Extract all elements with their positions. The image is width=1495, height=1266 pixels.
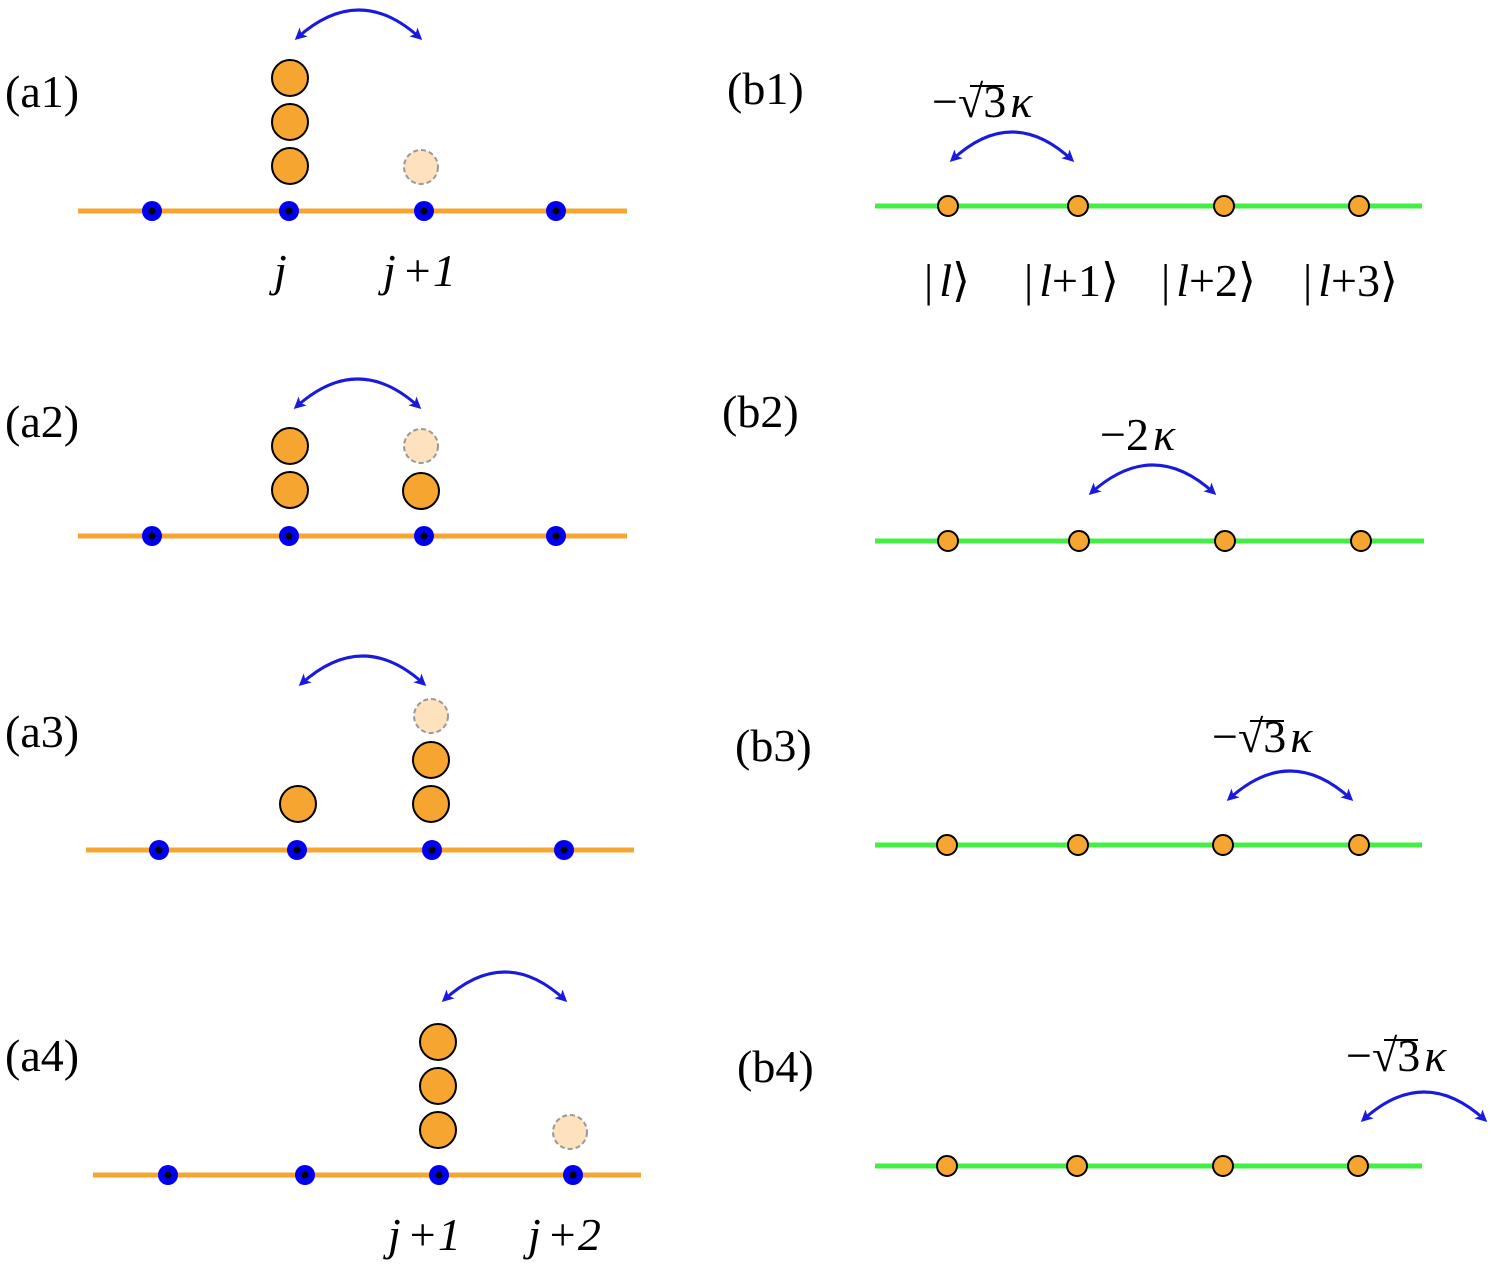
lattice-site [563,1165,583,1185]
boson-particle [412,785,450,823]
panel-b2: (b2) −2κ [722,386,1424,552]
boson-particle [271,147,309,185]
fock-state-node [1347,1155,1369,1177]
panel-a4: (a4) j+1 j+2 [5,970,641,1260]
boson-particle [271,103,309,141]
panel-label-a3: (a3) [5,706,79,757]
coupling-label: −√3κ [1346,1030,1447,1081]
hopping-arrow [293,377,422,410]
site-label-j: j [269,245,287,296]
fock-state-node [937,530,959,552]
coupling-arrow [1088,463,1217,496]
coupling-label: −2κ [1100,409,1176,460]
hopping-arrow [294,8,423,41]
panel-label-b4: (b4) [737,1041,814,1092]
state-label: |l+2⟩ [1161,255,1256,306]
boson-particle [271,427,309,465]
lattice-site [414,526,434,546]
lattice-site [546,201,566,221]
coupling-label: −√3κ [1212,711,1313,762]
panel-label-a2: (a2) [5,396,79,447]
lattice-site [422,840,442,860]
boson-particle [419,1067,457,1105]
site-label-j-plus-2: j+2 [523,1209,601,1260]
lattice-site [429,1165,449,1185]
panel-a1: (a1) j j+1 [5,8,627,296]
lattice-site [414,201,434,221]
fock-state-node [1348,195,1370,217]
boson-particle [271,59,309,97]
state-label: |l+1⟩ [1024,255,1119,306]
coupling-label: −√3κ [932,76,1033,127]
lattice-site [279,526,299,546]
fock-state-node [1066,1155,1088,1177]
lattice-site [287,840,307,860]
fock-state-node [1068,530,1090,552]
boson-particle [271,471,309,509]
fock-state-node [1212,1155,1234,1177]
panel-b1: (b1) −√3κ |l⟩ |l+1⟩ |l+2⟩ |l+3⟩ [727,63,1422,306]
boson-particle [402,472,440,510]
hopping-arrow [441,970,568,1003]
panel-label-b2: (b2) [722,386,799,437]
fock-state-node [1067,195,1089,217]
panel-label-b1: (b1) [727,63,804,114]
lattice-site [142,201,162,221]
fock-state-node [1214,530,1236,552]
lattice-site [295,1165,315,1185]
ghost-particle [552,1114,588,1150]
ghost-particle [413,698,449,734]
boson-particle [412,741,450,779]
ghost-particle [403,149,439,185]
panel-label-b3: (b3) [735,720,812,771]
state-label: |l⟩ [924,255,970,306]
fock-state-node [937,195,959,217]
fock-state-node [936,1155,958,1177]
lattice-site [546,526,566,546]
panel-label-a1: (a1) [5,66,79,117]
site-label-j-plus-1: j+1 [383,1209,461,1260]
boson-particle [419,1111,457,1149]
panel-a2: (a2) [5,377,627,546]
lattice-site [158,1165,178,1185]
fock-state-node [936,834,958,856]
coupling-arrow [1226,769,1354,802]
site-label-j-plus-1: j+1 [378,245,456,296]
boson-particle [279,785,317,823]
panel-label-a4: (a4) [5,1030,79,1081]
panel-b3: (b3) −√3κ [735,711,1422,856]
hopping-arrow [298,654,427,687]
lattice-site [149,840,169,860]
lattice-site [554,840,574,860]
coupling-arrow [1360,1090,1488,1123]
lattice-site [142,526,162,546]
panel-b4: (b4) −√3κ [737,1030,1488,1177]
lattice-site [279,201,299,221]
fock-state-node [1067,834,1089,856]
fock-state-node [1350,530,1372,552]
boson-particle [419,1023,457,1061]
panel-a3: (a3) [5,654,634,860]
fock-state-node [1213,195,1235,217]
state-label: |l+3⟩ [1303,255,1398,306]
fock-state-node [1348,834,1370,856]
ghost-particle [403,428,439,464]
coupling-arrow [949,130,1075,163]
fock-state-node [1212,834,1234,856]
